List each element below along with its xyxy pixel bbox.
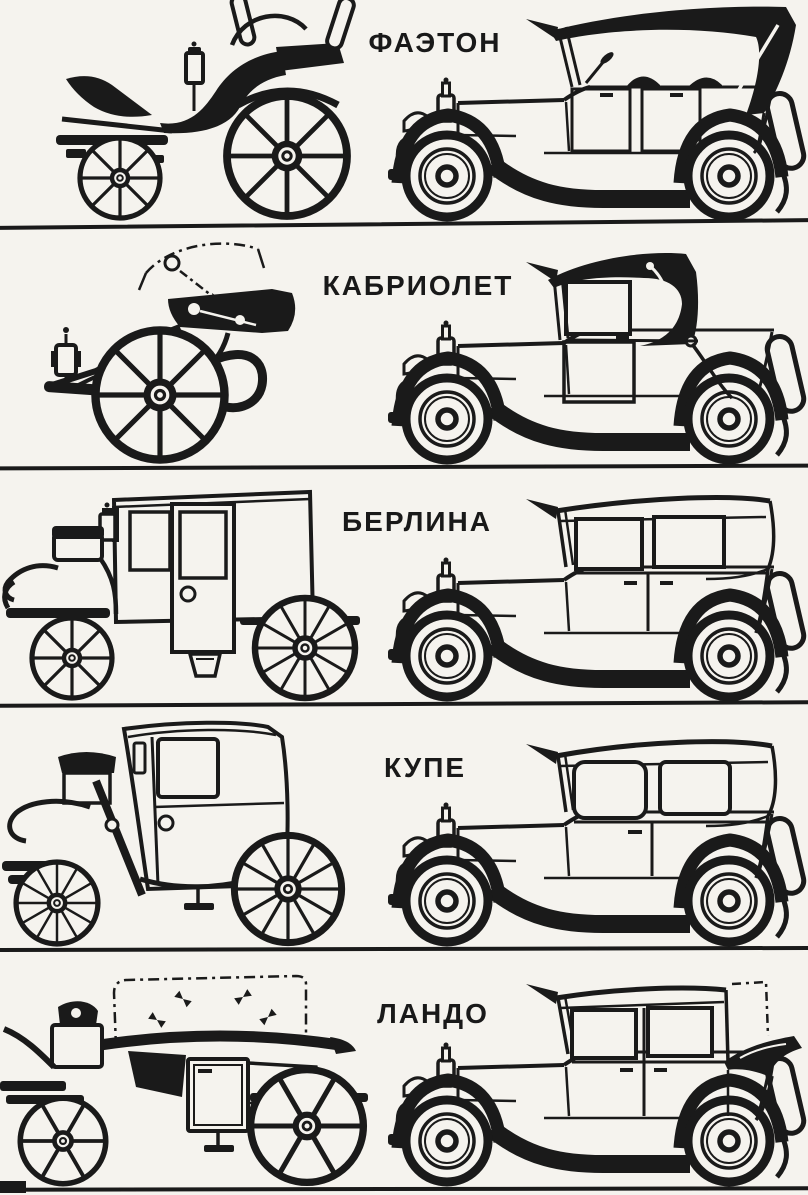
- coupe-carriage-drawing: [2, 720, 390, 955]
- row-label-berline: БЕРЛИНА: [342, 506, 492, 537]
- row-label-cabriolet: КАБРИОЛЕТ: [322, 270, 514, 301]
- coupe-car-drawing: [388, 726, 808, 966]
- row-label-coupe: КУПЕ: [383, 752, 466, 783]
- row-label-landau: ЛАНДО: [377, 998, 489, 1029]
- berline-car-drawing: [388, 481, 808, 721]
- phaeton-carriage-drawing: [56, 0, 356, 229]
- row-label-phaeton: ФАЭТОН: [368, 27, 502, 58]
- cabriolet-car-drawing: [388, 244, 808, 484]
- cabriolet-carriage-drawing: [43, 242, 296, 473]
- berline-carriage-drawing: [2, 489, 360, 710]
- phaeton-car-drawing: [388, 6, 808, 241]
- landau-car-drawing: [388, 966, 808, 1195]
- landau-carriage-drawing: [0, 974, 368, 1193]
